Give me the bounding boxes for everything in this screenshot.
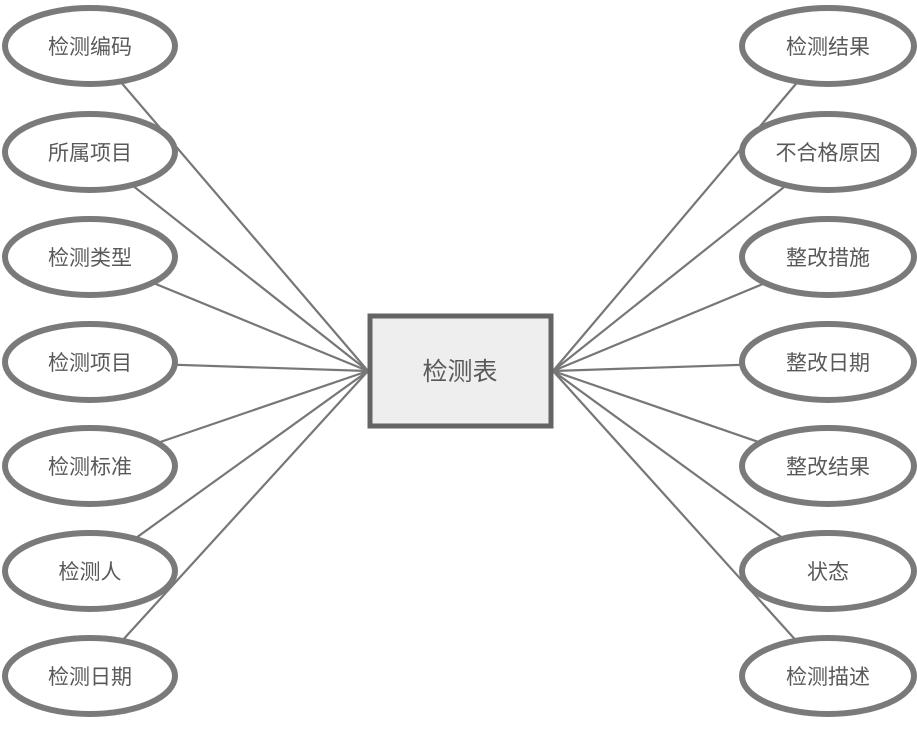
attribute-label: 状态 (807, 561, 849, 584)
attribute-node-right-1: 检测结果 (739, 5, 917, 87)
connector-line (89, 151, 369, 372)
attribute-ellipse (739, 425, 917, 507)
attribute-label: 整改日期 (786, 352, 870, 375)
attribute-ellipse (2, 530, 178, 612)
connector-line (89, 45, 369, 372)
attribute-label: 整改结果 (786, 456, 870, 479)
attribute-node-left-1: 检测编码 (2, 5, 178, 87)
attribute-ellipse (2, 5, 178, 87)
attribute-node-left-2: 所属项目 (2, 111, 178, 193)
attribute-node-left-6: 检测人 (2, 530, 178, 612)
attribute-label: 检测标准 (48, 456, 132, 479)
attribute-node-right-4: 整改日期 (739, 321, 917, 403)
attribute-ellipse (739, 5, 917, 87)
attribute-ellipse (2, 111, 178, 193)
attribute-ellipse (2, 635, 178, 717)
attribute-label: 检测人 (59, 561, 122, 584)
connector-line (552, 45, 829, 372)
attribute-node-right-5: 整改结果 (739, 425, 917, 507)
attribute-node-right-3: 整改措施 (739, 216, 917, 298)
attribute-node-left-5: 检测标准 (2, 425, 178, 507)
attribute-label: 检测日期 (48, 666, 132, 689)
attribute-node-left-4: 检测项目 (2, 321, 178, 403)
attribute-ellipse (739, 111, 917, 193)
attribute-label: 检测项目 (48, 352, 132, 375)
attribute-node-left-7: 检测日期 (2, 635, 178, 717)
attribute-node-right-7: 检测描述 (739, 635, 917, 717)
connector-line (89, 370, 369, 677)
attribute-ellipse (2, 216, 178, 298)
entity-rect (367, 313, 554, 429)
attribute-label: 所属项目 (48, 142, 132, 165)
attribute-ellipse (739, 216, 917, 298)
connector-line (552, 370, 829, 677)
attribute-ellipse (2, 321, 178, 403)
attribute-ellipse (739, 635, 917, 717)
entity-node: 检测表 (367, 313, 554, 429)
attribute-label: 检测类型 (48, 247, 132, 270)
attribute-ellipse (739, 530, 917, 612)
connector-line (552, 151, 829, 372)
attribute-label: 检测结果 (786, 36, 870, 59)
attribute-node-left-3: 检测类型 (2, 216, 178, 298)
attribute-ellipse (739, 321, 917, 403)
attribute-label: 检测描述 (786, 666, 870, 689)
attribute-label: 检测编码 (48, 36, 132, 59)
attribute-node-right-6: 状态 (739, 530, 917, 612)
attribute-label: 不合格原因 (776, 142, 881, 165)
attribute-node-right-2: 不合格原因 (739, 111, 917, 193)
entity-label: 检测表 (422, 358, 497, 386)
attribute-label: 整改措施 (786, 247, 870, 270)
attribute-ellipse (2, 425, 178, 507)
